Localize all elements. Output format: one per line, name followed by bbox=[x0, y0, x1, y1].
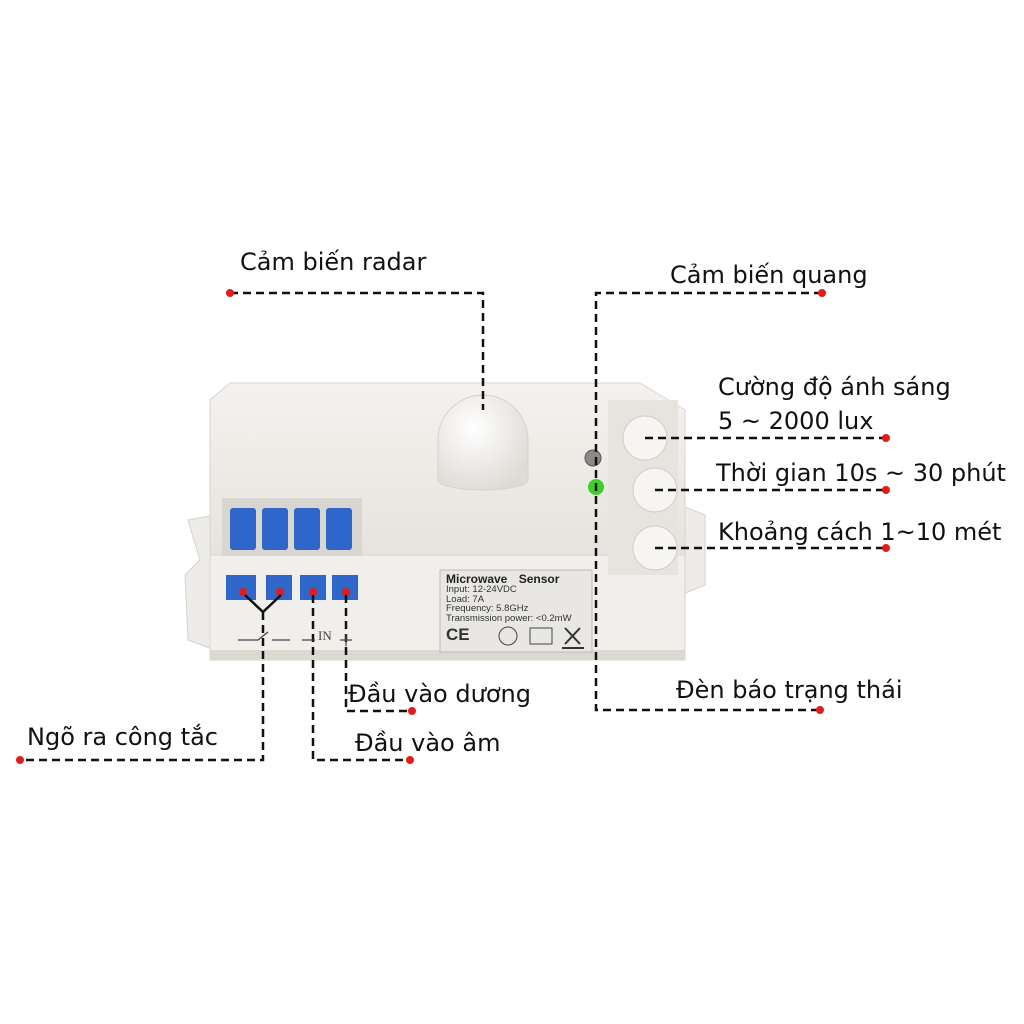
label-negative-input: Đầu vào âm bbox=[355, 729, 501, 757]
label-power: Transmission power: <0.2mW bbox=[446, 612, 572, 624]
label-switch-output: Ngõ ra công tắc bbox=[27, 723, 218, 751]
adjustment-knobs[interactable] bbox=[608, 400, 678, 575]
label-time: Thời gian 10s ~ 30 phút bbox=[716, 459, 1006, 487]
label-positive-input: Đầu vào dương bbox=[348, 680, 531, 708]
label-light-sensor: Cảm biến quang bbox=[670, 261, 868, 289]
red-dots bbox=[16, 289, 890, 764]
label-title: Microwave Sensor bbox=[446, 572, 560, 586]
pin-marking: IN bbox=[318, 628, 332, 643]
device-label-plate bbox=[439, 569, 593, 653]
label-light-intensity: Cường độ ánh sáng bbox=[718, 373, 951, 401]
double-insulation-icon bbox=[529, 627, 553, 645]
weee-bin-icon bbox=[562, 627, 584, 649]
label-status-led: Đèn báo trạng thái bbox=[676, 676, 903, 704]
label-frequency: Frequency: 5.8GHz bbox=[446, 603, 529, 614]
label-input: Input: 12-24VDC bbox=[446, 584, 517, 595]
output-fork bbox=[244, 594, 282, 614]
device-label: Microwave Sensor Input: 12-24VDC Load: 7… bbox=[446, 573, 588, 643]
leader-lines bbox=[20, 291, 886, 762]
terminal-levers bbox=[230, 508, 352, 550]
label-light-range: 5 ~ 2000 lux bbox=[718, 407, 874, 435]
device-bottom-edge bbox=[210, 650, 685, 660]
label-radar: Cảm biến radar bbox=[240, 248, 427, 276]
ce-mark: CE bbox=[446, 625, 470, 644]
pin-symbols bbox=[238, 631, 352, 646]
label-distance: Khoảng cách 1~10 mét bbox=[718, 518, 1002, 546]
light-sensor-eye bbox=[584, 449, 602, 467]
radar-dome bbox=[437, 394, 529, 491]
label-load: Load: 7A bbox=[446, 593, 485, 605]
rohs-icon bbox=[498, 626, 518, 646]
